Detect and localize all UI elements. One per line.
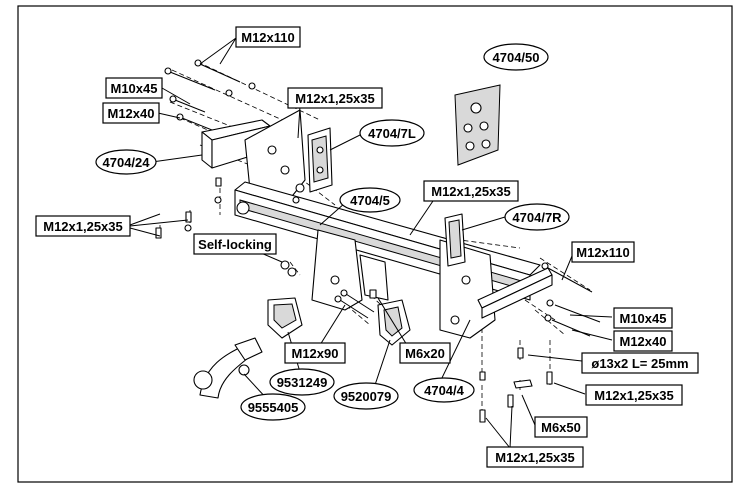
svg-text:M12x1,25x35: M12x1,25x35 xyxy=(431,184,511,199)
svg-text:M12x1,25x35: M12x1,25x35 xyxy=(295,91,375,106)
leader-lines xyxy=(129,37,613,449)
callout-m12x90: M12x90 xyxy=(284,342,346,364)
socket-9531249 xyxy=(267,297,303,339)
callout-self-locking: Self-locking xyxy=(193,233,277,255)
callout-m12x40-right: M12x40 xyxy=(613,330,673,352)
svg-text:Self-locking: Self-locking xyxy=(198,237,272,252)
svg-text:4704/7L: 4704/7L xyxy=(368,126,416,141)
callout-d13x2: ø13x2 L= 25mm xyxy=(581,352,699,374)
svg-text:ø13x2 L= 25mm: ø13x2 L= 25mm xyxy=(591,356,688,371)
callout-m6x20: M6x20 xyxy=(399,342,451,364)
svg-text:4704/5: 4704/5 xyxy=(350,193,390,208)
callout-4704-24: 4704/24 xyxy=(95,149,157,175)
callout-m10x45-right: M10x45 xyxy=(613,307,673,329)
callout-9555405: 9555405 xyxy=(240,393,306,421)
svg-text:4704/24: 4704/24 xyxy=(103,155,151,170)
callout-m10x45-left: M10x45 xyxy=(105,77,163,99)
bolts-upper-left xyxy=(164,59,256,131)
svg-text:M12x90: M12x90 xyxy=(292,346,339,361)
callout-m12x110-right: M12x110 xyxy=(571,241,635,263)
callout-m12x125x35-mid: M12x1,25x35 xyxy=(423,180,519,202)
bolts-lower-left xyxy=(155,177,222,239)
svg-text:M6x20: M6x20 xyxy=(405,346,445,361)
svg-text:9520079: 9520079 xyxy=(341,389,392,404)
side-plate-left xyxy=(244,109,306,206)
svg-text:M6x50: M6x50 xyxy=(541,420,581,435)
callout-4704-4: 4704/4 xyxy=(413,377,475,403)
svg-text:M12x110: M12x110 xyxy=(576,245,630,260)
svg-text:4704/7R: 4704/7R xyxy=(512,210,562,225)
svg-text:M12x1,25x35: M12x1,25x35 xyxy=(594,388,674,403)
svg-text:M12x1,25x35: M12x1,25x35 xyxy=(495,450,575,465)
svg-text:M12x1,25x35: M12x1,25x35 xyxy=(43,219,123,234)
svg-text:M12x40: M12x40 xyxy=(620,334,667,349)
diagram-frame xyxy=(17,5,733,483)
center-mount-plate xyxy=(311,229,389,311)
callout-4704-50: 4704/50 xyxy=(483,43,549,71)
callout-m6x50: M6x50 xyxy=(534,416,588,438)
callout-m12x110-top: M12x110 xyxy=(235,26,301,48)
callout-9531249: 9531249 xyxy=(269,368,335,396)
callout-4704-7l: 4704/7L xyxy=(359,119,425,147)
svg-text:M12x40: M12x40 xyxy=(108,106,155,121)
svg-text:4704/4: 4704/4 xyxy=(424,383,465,398)
svg-text:4704/50: 4704/50 xyxy=(493,50,540,65)
svg-text:9531249: 9531249 xyxy=(277,375,328,390)
bracket-4704-7r xyxy=(444,213,466,267)
callout-4704-7r: 4704/7R xyxy=(504,203,570,231)
kit-plate-4704-50 xyxy=(454,84,501,166)
svg-text:M10x45: M10x45 xyxy=(620,311,667,326)
callout-m12x125x35-right: M12x1,25x35 xyxy=(585,384,683,406)
towball-9555405 xyxy=(193,337,263,399)
callout-4704-5: 4704/5 xyxy=(339,187,401,213)
callout-9520079: 9520079 xyxy=(333,382,399,410)
svg-text:M10x45: M10x45 xyxy=(111,81,158,96)
bolts-center xyxy=(334,289,377,319)
bracket-4704-4 xyxy=(477,267,553,319)
bracket-4704-7l xyxy=(307,127,333,193)
callout-m12x40-left: M12x40 xyxy=(102,102,160,124)
callout-m12x125x35-a: M12x1,25x35 xyxy=(287,87,383,109)
svg-text:M12x110: M12x110 xyxy=(241,30,295,45)
callout-m12x125x35-bottom: M12x1,25x35 xyxy=(486,446,584,468)
callout-m12x125x35-left: M12x1,25x35 xyxy=(35,215,131,237)
nuts-self-locking xyxy=(280,183,305,277)
svg-text:9555405: 9555405 xyxy=(248,400,299,415)
